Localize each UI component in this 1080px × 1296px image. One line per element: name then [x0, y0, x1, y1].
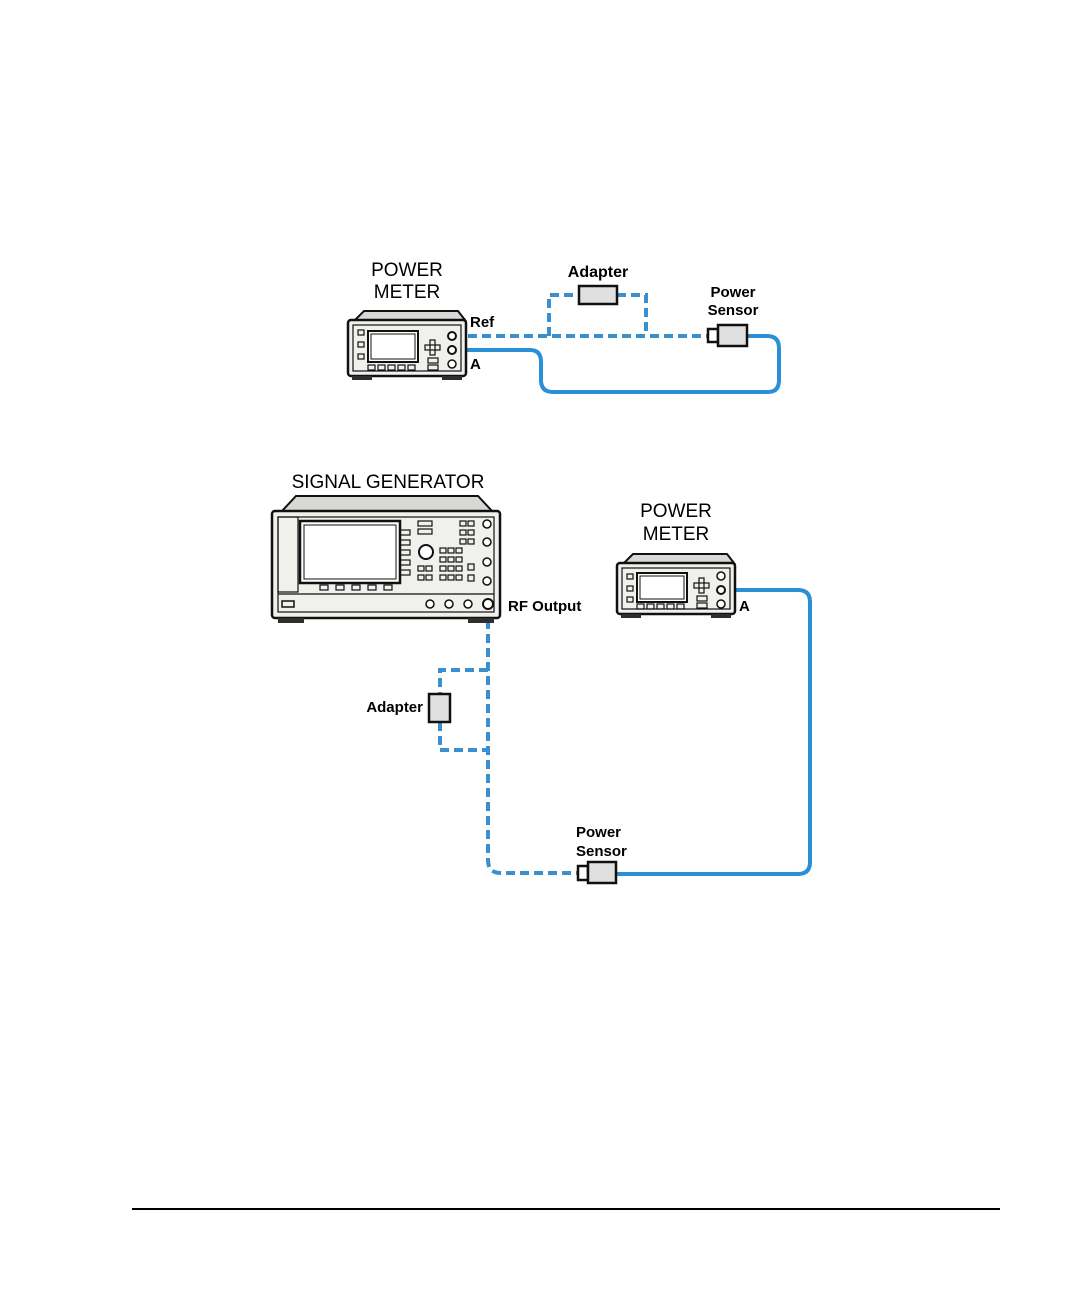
top-adapter-label: Adapter [568, 264, 628, 281]
bottom-adapter-label: Adapter [366, 699, 423, 716]
top-port-ref-label: Ref [470, 314, 495, 331]
top-power-meter-label-line1: POWER [371, 260, 443, 281]
bottom-sensor-label-line2: Sensor [576, 843, 627, 860]
rf-output-port [483, 599, 493, 609]
top-port-ref [448, 332, 456, 340]
top-setup: POWER METER Ref A Adapter Power Sensor [348, 260, 779, 392]
bottom-power-meter-icon [617, 554, 735, 618]
top-sensor-label-line1: Power [710, 284, 755, 301]
bottom-port-a-label: A [739, 598, 750, 615]
top-port-a [448, 346, 456, 354]
bottom-sensor-label-line1: Power [576, 824, 621, 841]
rf-output-label: RF Output [508, 598, 581, 615]
bottom-solid-cable-a-to-sensor [616, 590, 810, 874]
bottom-setup: SIGNAL GENERATOR RF Output POWER METER A… [272, 472, 810, 883]
bottom-adapter-icon [429, 694, 450, 722]
top-sensor-label-line2: Sensor [708, 302, 759, 319]
top-power-sensor-icon [708, 325, 747, 346]
signal-generator-icon [272, 496, 500, 623]
bottom-power-sensor-icon [578, 862, 616, 883]
bottom-port-a [717, 586, 725, 594]
footer-rule [132, 1208, 1000, 1210]
bottom-dashed-cable-rf-to-sensor [488, 606, 578, 873]
top-power-meter-icon [348, 311, 466, 380]
bottom-power-meter-label-line2: METER [643, 524, 710, 545]
bottom-power-meter-label-line1: POWER [640, 501, 712, 522]
top-power-meter-label-line2: METER [374, 282, 441, 303]
top-port-a-label: A [470, 356, 481, 373]
signal-generator-label: SIGNAL GENERATOR [292, 472, 485, 493]
top-adapter-icon [579, 286, 617, 304]
